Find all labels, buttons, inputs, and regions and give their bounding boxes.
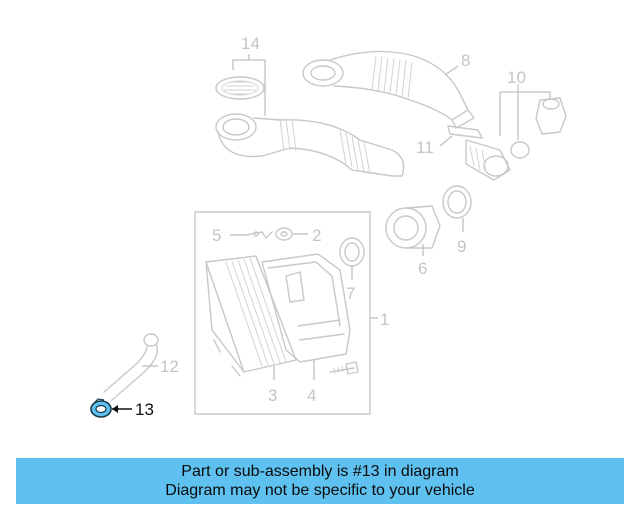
svg-text:9: 9 xyxy=(457,237,466,256)
callout-3: 3 xyxy=(268,366,277,405)
svg-text:3: 3 xyxy=(268,386,277,405)
parts-diagram: 14 8 11 10 xyxy=(90,34,567,419)
part-info-banner: Part or sub-assembly is #13 in diagram D… xyxy=(16,458,624,504)
callout-6: 6 xyxy=(418,244,427,278)
banner-line-part: Part or sub-assembly is #13 in diagram xyxy=(181,463,459,480)
callout-1: 1 xyxy=(370,310,389,329)
part-11-clamp[interactable] xyxy=(447,125,483,139)
throttle-connector[interactable] xyxy=(465,139,511,181)
callout-9: 9 xyxy=(457,218,466,256)
svg-text:14: 14 xyxy=(241,34,260,53)
callout-12: 12 xyxy=(142,357,179,376)
callout-8: 8 xyxy=(444,51,470,76)
callout-2: 2 xyxy=(293,226,321,245)
callout-5: 5 xyxy=(212,226,246,245)
svg-text:2: 2 xyxy=(312,226,321,245)
part-9-ring[interactable] xyxy=(442,185,472,219)
svg-text:11: 11 xyxy=(416,138,434,157)
part-7-gasket[interactable] xyxy=(339,237,365,267)
part-5-bracket[interactable] xyxy=(245,231,273,239)
svg-text:10: 10 xyxy=(507,68,526,87)
svg-text:4: 4 xyxy=(307,386,316,405)
svg-text:7: 7 xyxy=(346,284,355,303)
part-14-grille[interactable] xyxy=(215,76,265,100)
part-3-filter-housing[interactable] xyxy=(205,255,297,377)
part-12-hose[interactable] xyxy=(103,333,159,401)
callout-4: 4 xyxy=(307,360,316,405)
part-6-sensor[interactable] xyxy=(385,205,441,249)
svg-text:1: 1 xyxy=(380,310,389,329)
svg-text:5: 5 xyxy=(212,226,221,245)
svg-text:8: 8 xyxy=(461,51,470,70)
callout-11: 11 xyxy=(416,135,453,157)
callout-14: 14 xyxy=(232,34,266,116)
part-2-grommet[interactable] xyxy=(275,227,293,241)
callout-7: 7 xyxy=(346,266,355,303)
svg-text:12: 12 xyxy=(160,357,179,376)
callout-13: 13 xyxy=(112,400,154,419)
part-13-hose-clamp[interactable] xyxy=(90,398,112,418)
callout-10: 10 xyxy=(499,68,551,140)
svg-text:13: 13 xyxy=(135,400,154,419)
part-10-valve[interactable] xyxy=(510,97,567,159)
airbox-frame xyxy=(194,211,371,415)
bolt[interactable] xyxy=(329,361,359,375)
part-8-duct[interactable] xyxy=(302,50,475,129)
svg-text:6: 6 xyxy=(418,259,427,278)
intake-elbow-hose[interactable] xyxy=(215,113,405,177)
banner-line-disclaimer: Diagram may not be specific to your vehi… xyxy=(165,482,475,499)
part-4-cover[interactable] xyxy=(261,253,351,363)
